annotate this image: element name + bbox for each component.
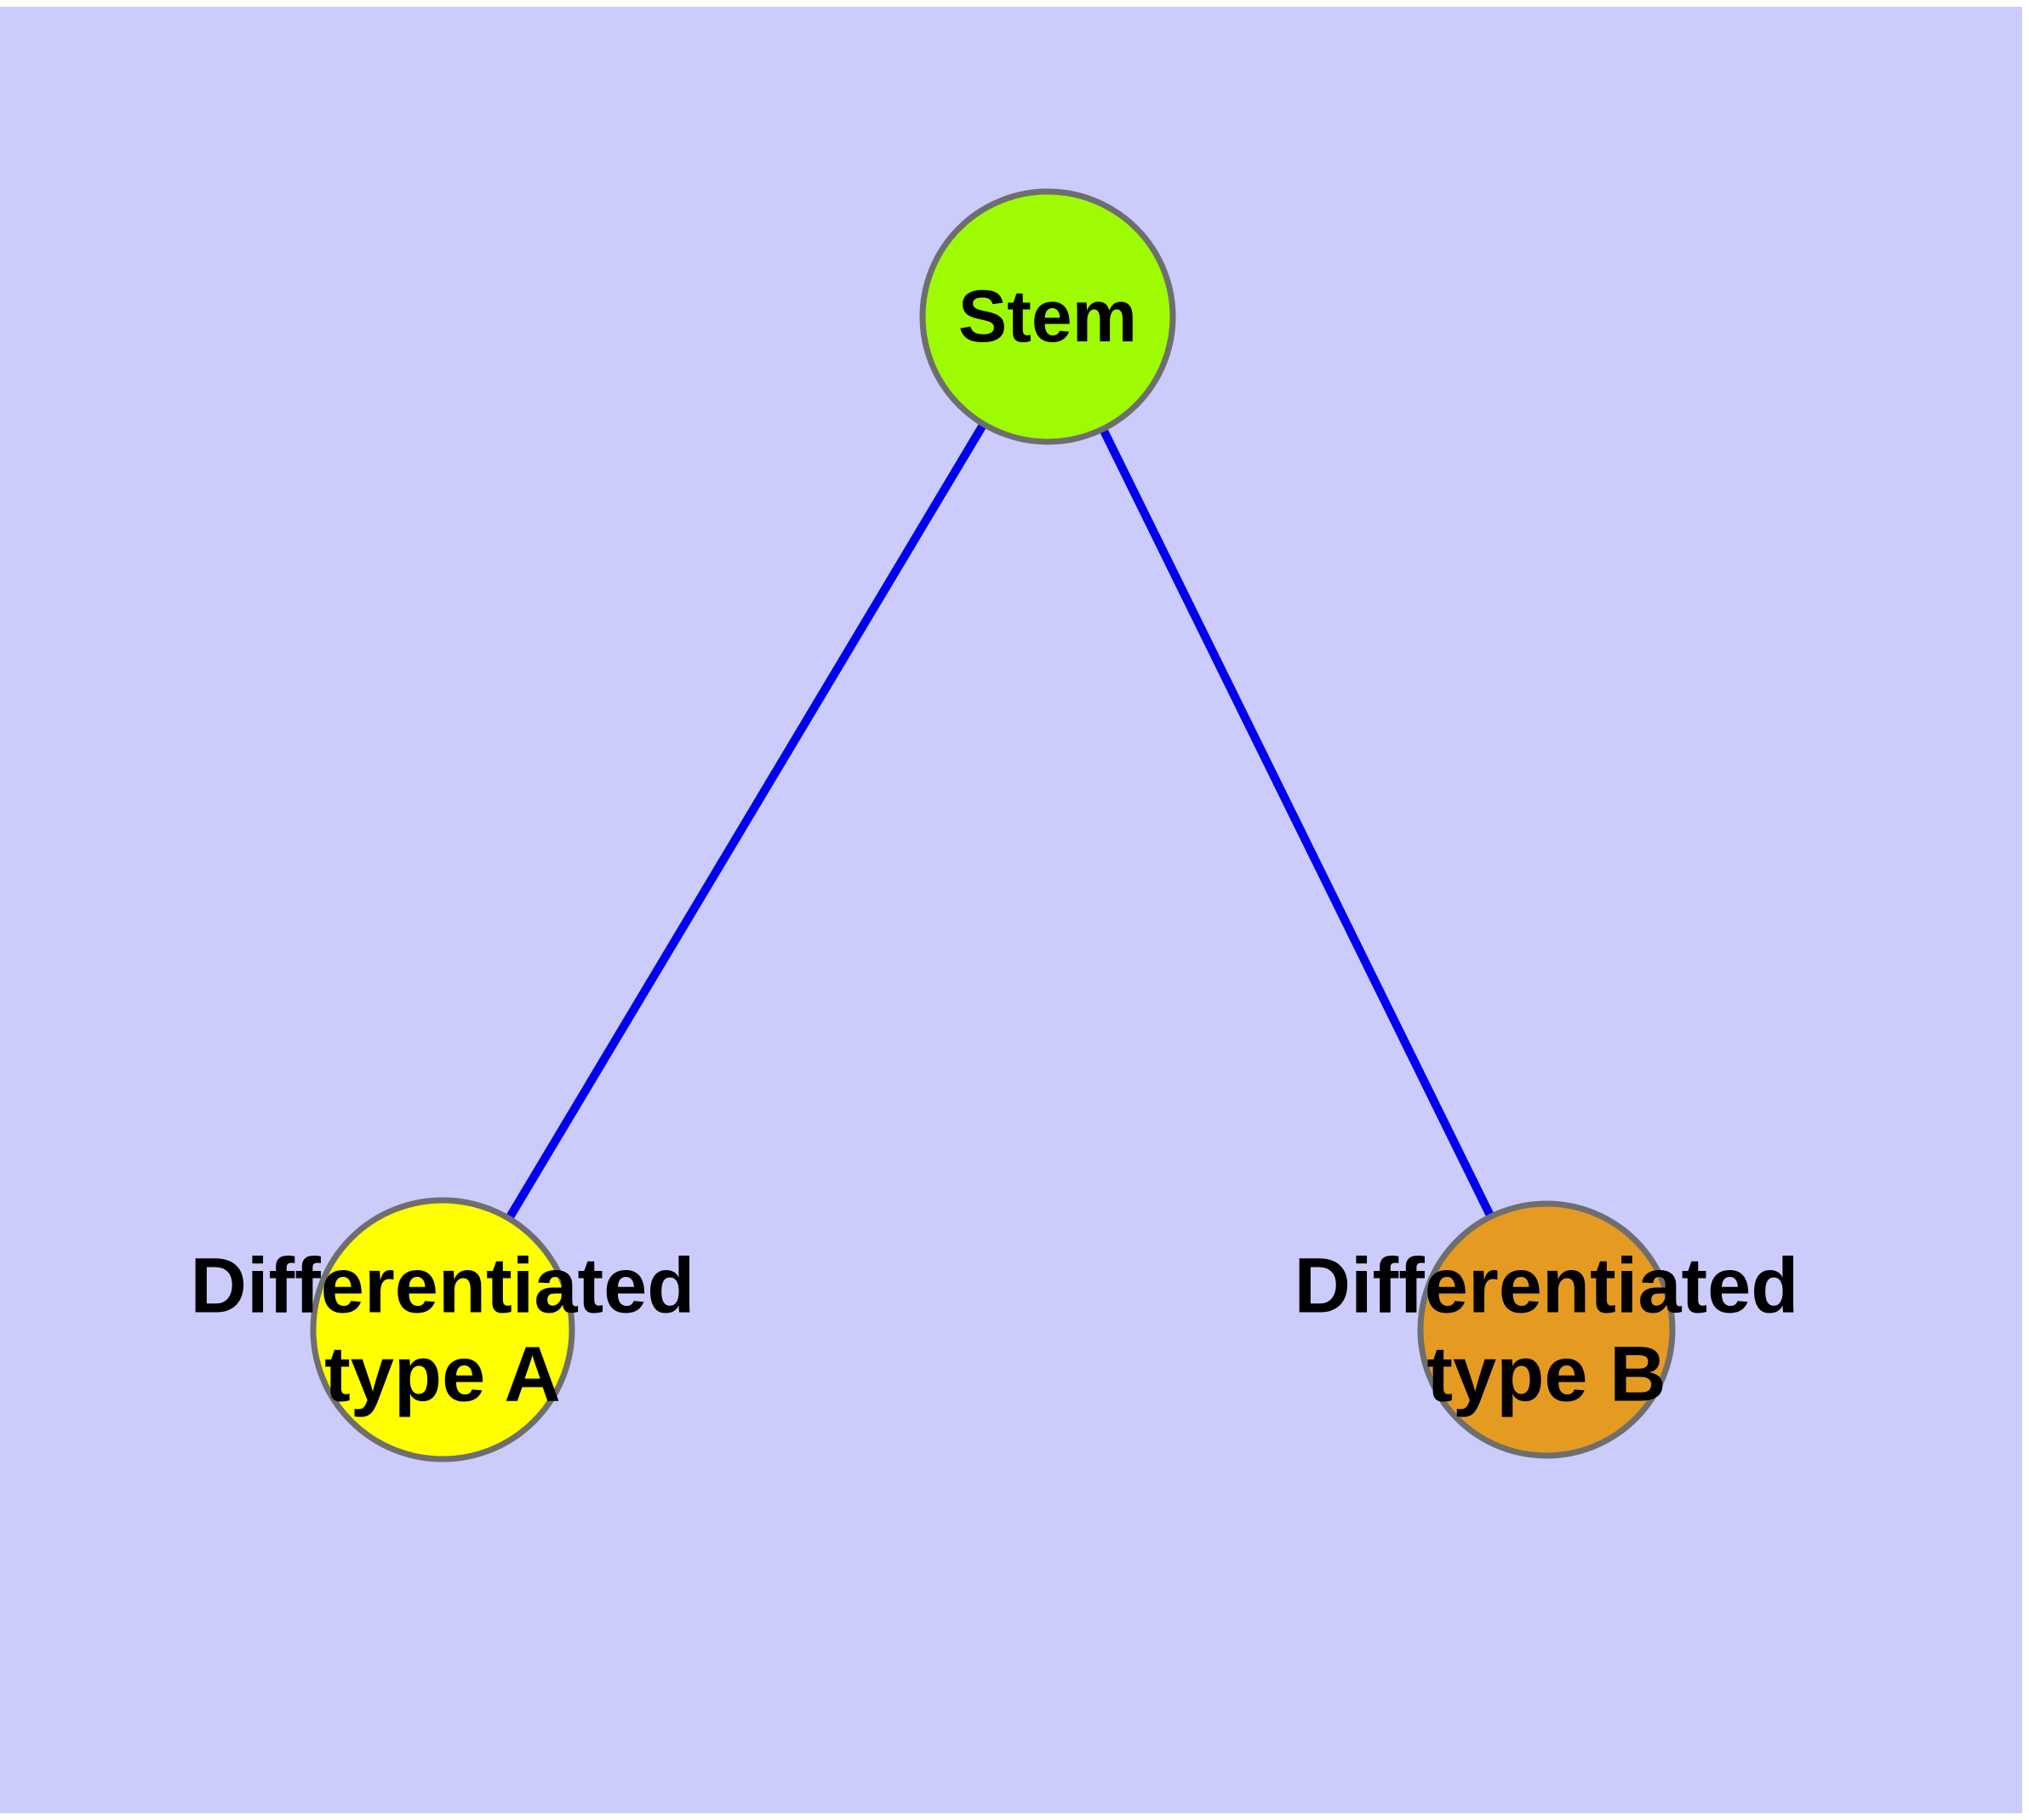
- graph-node-diff_a[interactable]: [310, 1197, 575, 1462]
- graph-node-label-stem: Stem: [958, 276, 1137, 358]
- graph-node-label-line: Differentiated: [191, 1242, 695, 1329]
- graph-node-diff_b[interactable]: [1417, 1200, 1676, 1459]
- graph-node-label-line: Differentiated: [1295, 1242, 1799, 1329]
- graph-node-label-line: type B: [1426, 1331, 1666, 1417]
- nodes-layer: [310, 188, 1676, 1462]
- graph-node-label-line: Stem: [958, 276, 1137, 358]
- graph-edge-stem-diff_b: [1098, 425, 1495, 1221]
- graph-edge-stem-diff_a: [504, 420, 988, 1222]
- graph-node-stem[interactable]: [919, 188, 1176, 445]
- edges-layer: [504, 420, 1495, 1222]
- graph-node-label-line: type A: [324, 1331, 561, 1417]
